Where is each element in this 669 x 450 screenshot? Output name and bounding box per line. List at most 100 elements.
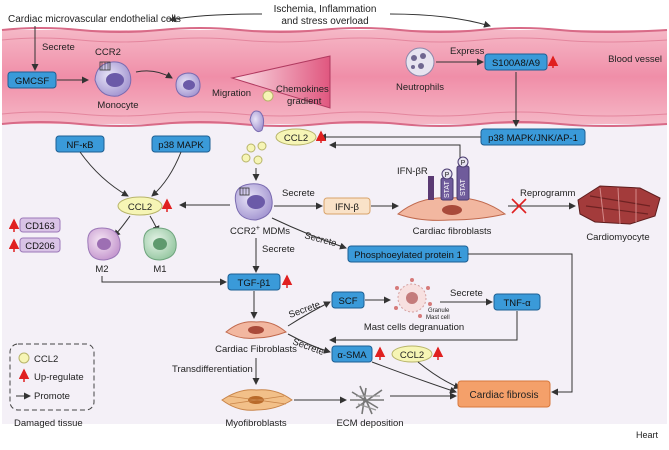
legend-upregulate-label: Up-regulate	[34, 372, 84, 383]
m2-label: M2	[95, 264, 108, 275]
ifnbr-label: IFN-βR	[397, 166, 428, 177]
arrow-m2-tgfb	[101, 276, 227, 286]
legend-ccl2-label: CCL2	[34, 354, 58, 365]
myofibroblast-cell	[221, 389, 293, 411]
p38-label: p38 MAPK	[158, 140, 204, 151]
ecm-mesh	[350, 385, 384, 415]
s100-label: S100A8/A9	[492, 58, 540, 69]
stat1-label: STAT	[444, 180, 451, 198]
block-icon	[511, 198, 527, 214]
blood-vessel-label: Blood vessel	[608, 54, 662, 65]
arrow-mdm-phospho	[271, 217, 347, 250]
stimulus-line2: and stress overload	[281, 16, 368, 27]
ifnb-label: IFN-β	[335, 202, 359, 213]
p38-jnk-label: p38 MAPK/JNK/AP-1	[488, 133, 578, 144]
cardiac-fibroblast-cell	[397, 165, 507, 221]
nfkb-label: NF-κB	[67, 140, 94, 151]
stat2-label: STAT	[460, 178, 467, 196]
ccl2-dot	[257, 141, 267, 151]
myofibroblasts-label: Myofibroblasts	[225, 418, 286, 429]
legend-promote-label: Promote	[34, 391, 70, 402]
ecm-label: ECM deposition	[336, 418, 403, 429]
monocyte-label: Monocyte	[97, 100, 138, 111]
tnfa-label: TNF-α	[503, 298, 531, 309]
chemokines-line2: gradient	[287, 96, 322, 107]
cd206-box	[19, 237, 61, 253]
arrow-p38-ccl2-mid	[151, 151, 182, 197]
ccl2-top-label: CCL2	[284, 133, 308, 144]
m1-label: M1	[153, 264, 166, 275]
endothelial-label: Cardiac microvascular endothelial cells	[8, 14, 181, 25]
mdm-prefix: CCR2	[230, 226, 256, 237]
transdiff-label: Transdifferentiation	[172, 364, 253, 375]
neutrophil-cell	[405, 47, 435, 77]
ccl2-low-ellipse	[391, 345, 433, 363]
damaged-tissue-label: Damaged tissue	[14, 418, 83, 429]
p1-label: P	[445, 172, 450, 179]
ccl2-dot	[246, 143, 256, 153]
arrow-asma-fibrosis	[371, 361, 457, 394]
mdm-sup: +	[256, 225, 260, 232]
asma-box	[331, 345, 373, 363]
ccl2-dot	[241, 153, 251, 163]
fibrosis-box	[457, 380, 551, 408]
arrow-fibro-asma	[287, 333, 331, 354]
cardiomyocyte-label: Cardiomyocyte	[586, 232, 649, 243]
ccl2-dot	[253, 155, 263, 165]
secrete-tnf-label: Secrete	[450, 288, 483, 299]
mast-cell	[394, 278, 432, 318]
cd206-label: CD206	[25, 241, 55, 252]
ccl2-low-label: CCL2	[400, 350, 424, 361]
gmcsf-box	[7, 71, 57, 89]
tnfa-box	[493, 293, 541, 311]
mdm-cell	[234, 183, 273, 221]
extravasating-monocyte	[249, 110, 265, 133]
arrow-stimulus-neutrophils	[389, 13, 491, 28]
migrating-monocyte	[175, 72, 201, 98]
migration-label: Migration	[212, 88, 251, 99]
secrete-label: Secrete	[42, 42, 75, 53]
arrow-monocyte-migrate	[135, 70, 173, 79]
asma-label: α-SMA	[337, 350, 367, 361]
phospho-circle	[457, 156, 469, 168]
gmcsf-label: GMCSF	[15, 76, 50, 87]
s100-box	[484, 53, 548, 71]
ccl2-dot	[262, 90, 274, 102]
secrete-ifnb-label: Secrete	[282, 188, 315, 199]
arrow-nfkb-ccl2	[79, 151, 129, 197]
cd163-box	[19, 217, 61, 233]
heart-label: Heart	[636, 430, 659, 440]
granule-label: Granule	[428, 308, 450, 314]
m2-macrophage	[87, 227, 121, 261]
mdm-label: CCR2+ MDMs	[230, 225, 290, 237]
cardiac-fibroblasts2-label: Cardiac Fibroblasts	[215, 344, 297, 355]
chemokines-gradient-shape	[230, 55, 331, 109]
arrow-phospho-fibrosis	[468, 253, 573, 396]
monocyte-cell	[94, 61, 132, 97]
phospho-label: Phosphoeylated protein 1	[354, 250, 462, 261]
cardiomyocyte-cell	[577, 185, 661, 225]
neutrophils-label: Neutrophils	[396, 82, 444, 93]
chemokines-line1: Chemokines	[276, 84, 329, 95]
arrow-fibro-scf	[287, 301, 331, 327]
ccl2-mid-label: CCL2	[128, 202, 152, 213]
express-label: Express	[450, 46, 485, 57]
m1-macrophage	[143, 227, 177, 261]
tgfb1-label: TGF-β1	[238, 278, 271, 289]
mast-degran-label: Mast cells degranuation	[364, 322, 464, 333]
legend-ccl2-icon	[18, 352, 30, 364]
cardiac-fibroblasts-label: Cardiac fibroblasts	[413, 226, 492, 237]
arrow-tnf-fibro	[329, 311, 518, 344]
cardiac-fibroblast-cell-2	[225, 321, 287, 339]
mdm-suffix: MDMs	[260, 226, 290, 237]
mastcell-label: Mast cell	[426, 315, 450, 321]
legend-box	[9, 343, 95, 411]
scf-box	[331, 291, 365, 309]
scf-label: SCF	[339, 296, 358, 307]
reprogramm-label: Reprogramm	[520, 188, 576, 199]
p2-label: P	[461, 160, 466, 167]
phospho-circle	[441, 168, 453, 180]
tgfb1-box	[227, 273, 281, 291]
ifnb-box	[323, 197, 371, 215]
